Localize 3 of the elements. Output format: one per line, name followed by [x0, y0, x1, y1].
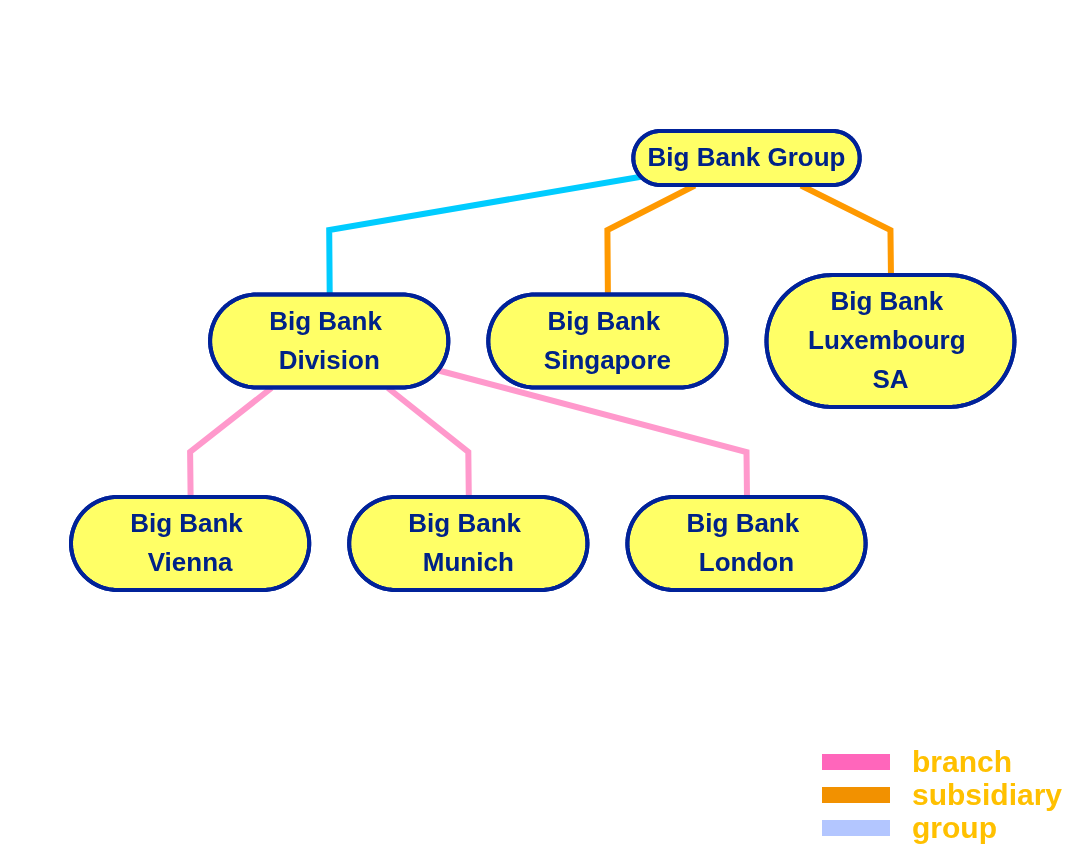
legend-label: branch [912, 745, 1013, 778]
legend-label: group [912, 811, 997, 844]
legend-label: subsidiary [912, 778, 1063, 811]
